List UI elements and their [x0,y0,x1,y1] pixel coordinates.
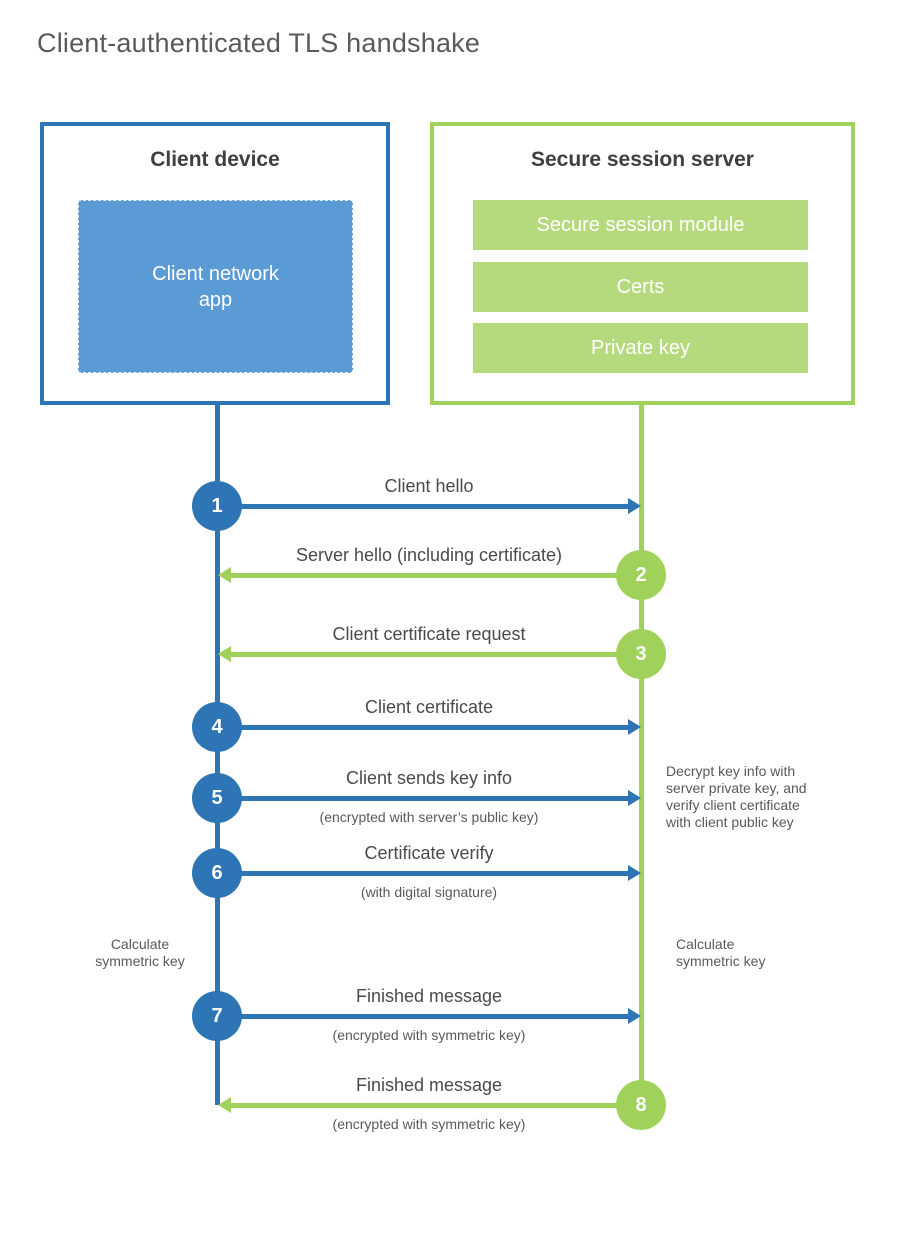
step-number-badge: 8 [616,1080,666,1130]
arrow-left-icon [218,567,231,583]
message-sublabel: (encrypted with symmetric key) [332,1116,526,1132]
step-number-badge: 1 [192,481,242,531]
arrow-right-icon [628,1008,641,1024]
message-label: Client certificate [364,697,494,717]
server-module-label: Certs [616,275,665,298]
message-label: Finished message [355,1075,503,1095]
secure-session-server-box: Secure session server Secure session mod… [430,122,855,405]
message-arrow-shaft [217,871,629,876]
message-label: Server hello (including certificate) [295,545,563,565]
step-number-badge: 6 [192,848,242,898]
client-device-title: Client device [150,148,280,171]
message-sublabel: (encrypted with symmetric key) [332,1027,526,1043]
client-network-app-box: Client network app [78,200,353,373]
message-label: Certificate verify [364,843,494,863]
message-label: Client certificate request [332,624,526,644]
calculate-symmetric-key-note-client: Calculate symmetric key [95,936,185,970]
server-module-certs: Certs [473,262,808,312]
message-arrow-shaft [217,796,629,801]
arrow-right-icon [628,498,641,514]
decrypt-key-info-note: Decrypt key info with server private key… [666,763,807,831]
step-number-badge: 3 [616,629,666,679]
message-arrow-shaft [217,725,629,730]
message-label: Finished message [355,986,503,1006]
client-network-app-label: Client network app [152,262,279,311]
message-arrow-shaft [229,1103,641,1108]
server-module-secure-session-module: Secure session module [473,200,808,250]
arrow-right-icon [628,719,641,735]
secure-session-server-title: Secure session server [531,148,754,171]
step-number-badge: 4 [192,702,242,752]
message-arrow-shaft [217,1014,629,1019]
message-sublabel: (encrypted with server’s public key) [319,809,539,825]
step-number-badge: 5 [192,773,242,823]
message-arrow-shaft [229,652,641,657]
calculate-symmetric-key-note-server: Calculate symmetric key [676,936,766,970]
step-number-badge: 2 [616,550,666,600]
arrow-left-icon [218,646,231,662]
step-number-badge: 7 [192,991,242,1041]
message-arrow-shaft [229,573,641,578]
server-module-label: Secure session module [536,213,745,236]
arrow-right-icon [628,865,641,881]
server-module-label: Private key [591,336,690,359]
arrow-right-icon [628,790,641,806]
client-device-box: Client device Client network app [40,122,390,405]
server-lifeline [639,401,644,1105]
message-label: Client sends key info [345,768,513,788]
message-label: Client hello [384,476,474,496]
arrow-left-icon [218,1097,231,1113]
message-arrow-shaft [217,504,629,509]
page-title: Client-authenticated TLS handshake [37,28,481,58]
message-sublabel: (with digital signature) [360,884,498,900]
server-module-private-key: Private key [473,323,808,373]
client-lifeline [215,401,220,1105]
